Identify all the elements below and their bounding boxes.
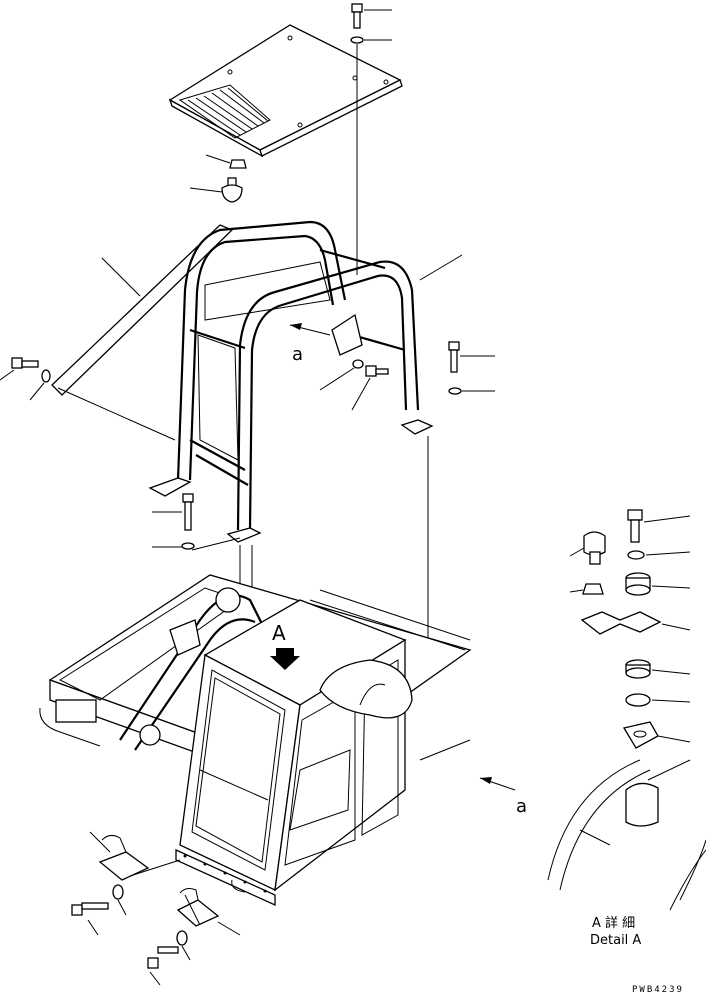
view-label-a-upper: a	[292, 344, 303, 365]
detail-kanji-label: A 詳 細	[592, 915, 635, 931]
lower-bracket-right	[176, 888, 241, 936]
detail-block	[625, 759, 691, 827]
drawing-code: PWB4239	[632, 985, 684, 995]
view-arrow-a-right: a	[479, 777, 527, 817]
detail-washer	[627, 550, 691, 560]
cage-foot-bolt	[152, 493, 194, 531]
left-bolt	[0, 357, 39, 381]
cover-bolt	[351, 3, 392, 29]
lower-bolt-left	[71, 902, 109, 936]
detail-rubber-mount	[625, 572, 691, 596]
section-label-a: A	[272, 621, 286, 645]
cab	[175, 599, 413, 907]
lower-washer-right	[176, 930, 191, 961]
view-arrow-a-upper: a	[289, 323, 331, 365]
arrow-down-icon	[270, 648, 300, 670]
detail-a: A 詳 細 Detail A	[547, 509, 706, 948]
detail-spacer	[625, 659, 691, 679]
rubber-stopper	[189, 177, 243, 203]
detail-shim	[625, 693, 691, 707]
detail-plate	[622, 721, 691, 749]
mid-washer	[319, 359, 364, 391]
top-cover-plate	[168, 24, 403, 158]
detail-bracket	[580, 611, 691, 635]
lower-bolt-right	[147, 946, 179, 986]
cover-washer	[350, 36, 392, 44]
right-washer	[448, 387, 495, 395]
cage-foot-washer	[152, 542, 195, 550]
rops-frame	[148, 220, 434, 543]
detail-nut	[569, 583, 604, 595]
detail-bumper	[569, 531, 606, 565]
detail-bolt	[627, 509, 691, 543]
mid-bolt	[351, 365, 389, 411]
right-bolt	[448, 341, 495, 373]
lower-bracket-left	[89, 831, 150, 881]
lower-washer-left	[112, 884, 127, 916]
section-a-marker: A	[270, 621, 300, 670]
left-washer	[29, 369, 51, 401]
tread-pattern	[178, 84, 271, 139]
view-label-a-right: a	[516, 796, 527, 817]
cover-nut	[205, 154, 247, 169]
detail-caption: Detail A	[590, 933, 641, 948]
